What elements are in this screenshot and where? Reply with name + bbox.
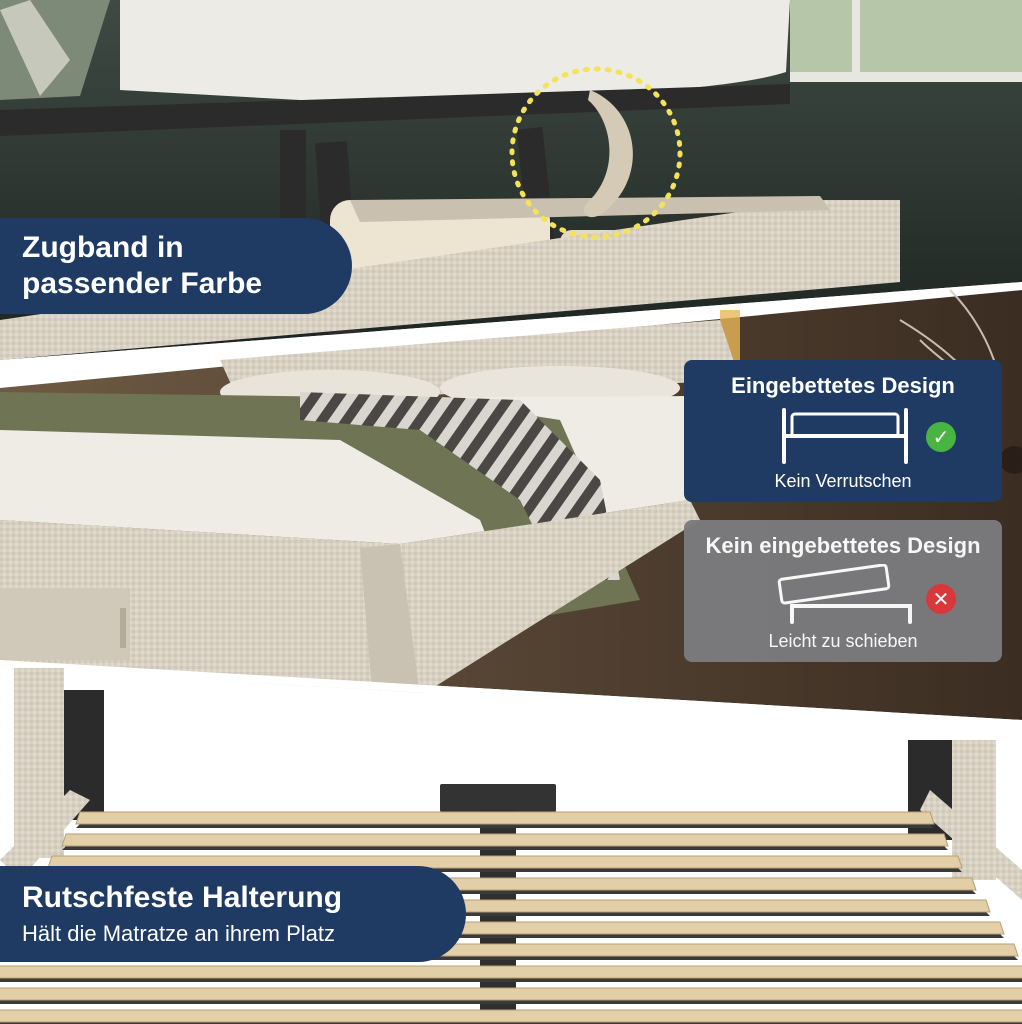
cross-icon: ✕ bbox=[926, 584, 956, 614]
drawstring-label-line2: passender Farbe bbox=[22, 267, 263, 300]
embedded-bed-icon bbox=[782, 408, 908, 464]
antislip-label-title: Rutschfeste Halterung bbox=[22, 881, 343, 914]
drawstring-label-line1: Zugband in bbox=[22, 231, 184, 264]
antislip-label: Rutschfeste Halterung Hält die Matratze … bbox=[0, 866, 466, 962]
check-icon: ✓ bbox=[926, 422, 956, 452]
bed-slat bbox=[0, 1009, 1022, 1023]
slat-shadow bbox=[0, 1000, 1022, 1004]
embedded-design-heading: Eingebettetes Design bbox=[731, 373, 955, 398]
bed-slat bbox=[75, 811, 935, 825]
non-embedded-bed-icon bbox=[777, 564, 912, 624]
slat-shadow bbox=[76, 824, 934, 828]
slat-shadow bbox=[62, 846, 948, 850]
antislip-label-subtitle: Hält die Matratze an ihrem Platz bbox=[22, 921, 336, 946]
non-embedded-design-heading: Kein eingebettetes Design bbox=[705, 533, 981, 558]
drawstring-label: Zugband in passender Farbe bbox=[0, 218, 352, 314]
non-embedded-design-card: Kein eingebettetes Design ✕ Leicht zu sc… bbox=[684, 520, 1002, 662]
bed-slat bbox=[0, 987, 1022, 1001]
bed-slat bbox=[0, 965, 1022, 979]
non-embedded-design-caption: Leicht zu schieben bbox=[768, 631, 918, 651]
bed-slat bbox=[61, 833, 949, 847]
bed-slat bbox=[47, 855, 963, 869]
embedded-design-caption: Kein Verrutschen bbox=[774, 471, 912, 491]
embedded-design-card: Eingebettetes Design ✓ Kein Verrutschen bbox=[684, 360, 1002, 502]
slat-shadow bbox=[0, 978, 1022, 982]
